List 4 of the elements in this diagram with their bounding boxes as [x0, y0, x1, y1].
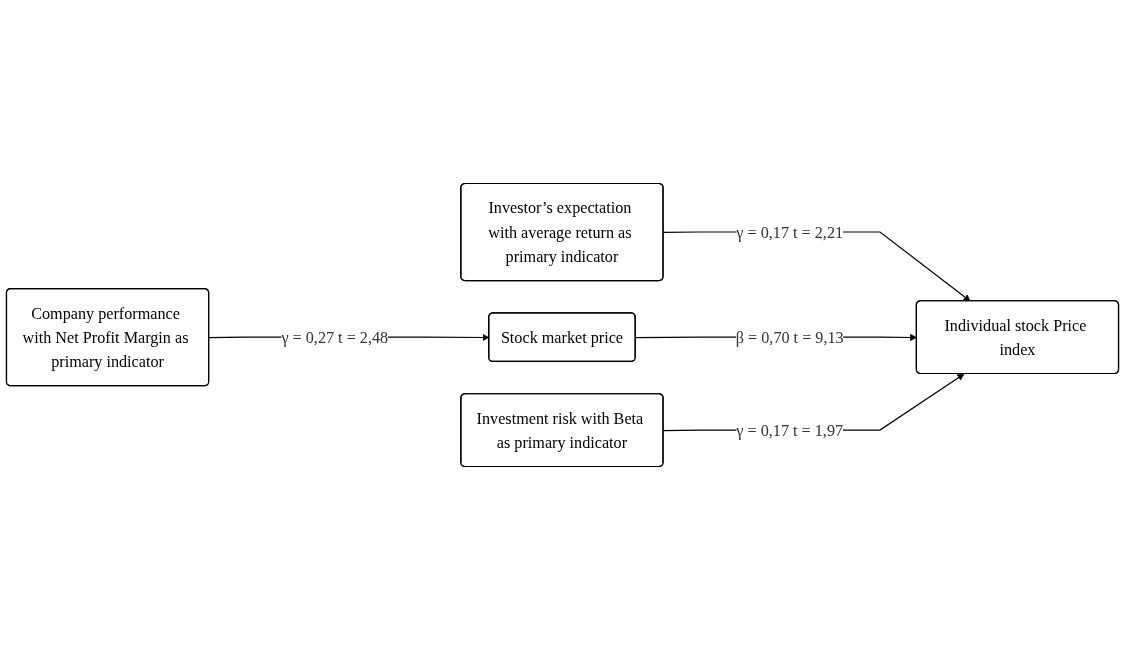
- edge-label: γ = 0,27 t = 2,48: [281, 328, 389, 347]
- edge-label: γ = 0,17 t = 1,97: [736, 421, 844, 440]
- edge-label: β = 0,70 t = 9,13: [735, 328, 844, 347]
- edge-label: γ = 0,17 t = 2,21: [736, 223, 844, 241]
